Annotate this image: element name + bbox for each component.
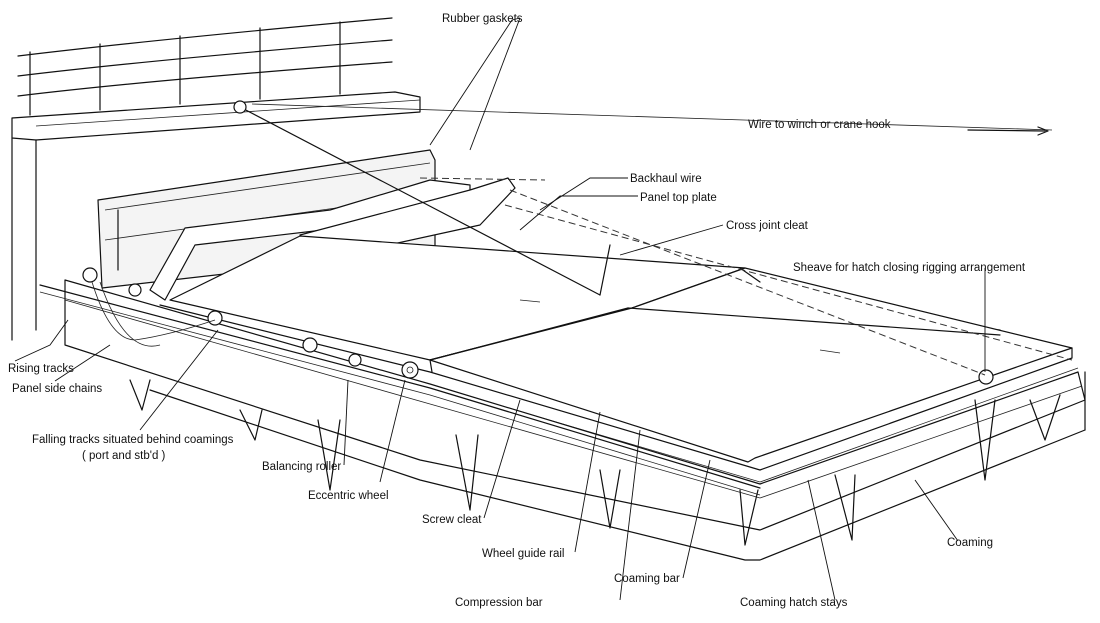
label-rising-tracks: Rising tracks (8, 363, 74, 375)
label-wire-to-winch: Wire to winch or crane hook (748, 119, 891, 131)
label-screw-cleat: Screw cleat (422, 514, 482, 526)
wheels (82, 267, 994, 385)
wires (233, 100, 1073, 376)
label-eccentric-wheel: Eccentric wheel (308, 490, 389, 502)
leader-lines (14, 17, 986, 601)
label-falling-tracks-sub: ( port and stb'd ) (82, 450, 166, 462)
label-cross-joint-cleat: Cross joint cleat (726, 220, 809, 232)
label-coaming-hatch-stays: Coaming hatch stays (740, 597, 848, 609)
coaming-stays (129, 379, 1061, 546)
label-falling-tracks: Falling tracks situated behind coamings (32, 434, 234, 446)
label-sheave: Sheave for hatch closing rigging arrange… (793, 262, 1026, 274)
label-balancing-roller: Balancing roller (262, 461, 341, 473)
label-panel-top-plate: Panel top plate (640, 192, 717, 204)
label-panel-side-chains: Panel side chains (12, 383, 102, 395)
winch-arrow (967, 126, 1049, 136)
upper-deck-railing (11, 17, 421, 341)
side-chains (91, 281, 216, 347)
label-coaming: Coaming (947, 537, 993, 549)
label-rubber-gaskets: Rubber gaskets (442, 13, 523, 25)
label-wheel-guide-rail: Wheel guide rail (482, 548, 564, 560)
coaming-body (39, 279, 1086, 561)
label-compression-bar: Compression bar (455, 597, 543, 609)
label-coaming-bar: Coaming bar (614, 573, 680, 585)
label-backhaul-wire: Backhaul wire (630, 173, 702, 185)
labels: Rubber gaskets Wire to winch or crane ho… (8, 13, 1026, 609)
